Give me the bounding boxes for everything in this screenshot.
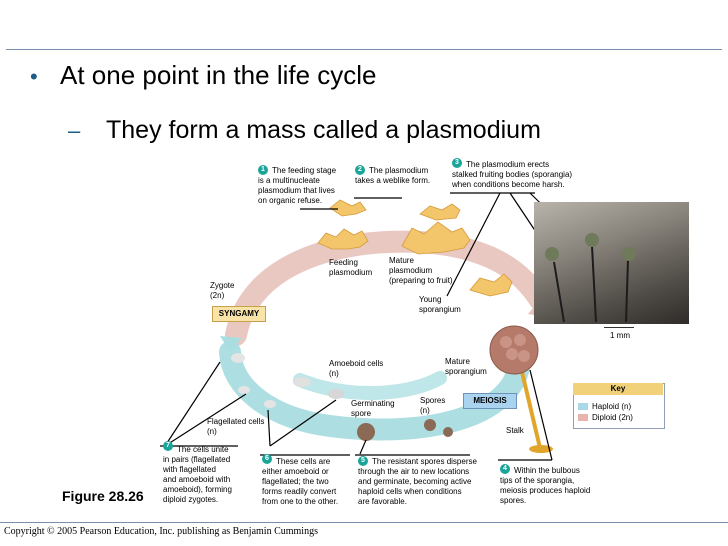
spore [443,427,453,437]
step-number: 4 [500,464,510,474]
feeding-plasmodium-label: Feeding plasmodium [329,258,373,277]
flagellated-cells-label: Flagellated cells (n) [207,417,265,436]
sub-bullet-text: They form a mass called a plasmodium [106,116,541,144]
mature-plasmodium-blob [401,221,471,255]
key-title: Key [573,383,663,395]
stalk-label: Stalk [506,426,524,435]
germinating-spore [357,423,375,441]
step-number: 1 [258,165,268,175]
arrowhead-bottom [220,336,242,352]
scale-bar [604,327,634,328]
sporangia-photo [534,202,689,324]
bullet-marker: • [30,64,38,89]
spores-label: Spores (n) [420,396,446,415]
spore [424,419,436,431]
meiosis-box: MEIOSIS [463,393,517,409]
step-text: Within the bulbous tips of the sporangia… [500,466,591,505]
diploid-key-label: Diploid (2n) [592,413,633,422]
step-number: 3 [452,158,462,168]
stalk-base [529,445,553,453]
amoeboid-cells-label: Amoeboid cells (n) [329,359,384,378]
haploid-inner-arc [293,371,447,400]
amoeboid-cell [328,389,344,399]
haploid-swatch [578,403,588,410]
left-blob [329,199,367,217]
mature-sporangium-label: Mature sporangium [445,357,487,376]
step-text: The feeding stage is a multinucleate pla… [258,166,337,205]
mature-plasmodium-label: Mature plasmodium (preparing to fruit) [389,256,453,285]
step-text: These cells are either amoeboid or flage… [262,457,339,506]
zygote-label: Zygote (2n) [210,281,235,300]
syngamy-box: SYNGAMY [212,306,266,322]
footer-divider [0,522,728,523]
upper-blob [419,203,461,221]
germinating-spore-label: Germinating spore [351,399,395,418]
feeding-plasmodium-blob [317,228,369,250]
step-number: 7 [163,441,173,451]
bullet-text: At one point in the life cycle [60,60,377,90]
haploid-key-label: Haploid (n) [592,402,632,411]
step-number: 6 [262,454,272,464]
sub-bullet-marker: – [68,118,81,143]
step-text: The cells unite in pairs (flagellated wi… [163,445,232,504]
zygote-cell [231,353,245,363]
step-text: The plasmodium erects stalked fruiting b… [452,160,573,189]
fruiting-blob [469,273,513,297]
figure-label: Figure 28.26 [62,488,144,504]
flagellated-cell [238,386,250,394]
amoeboid-cell [293,377,311,387]
sporangium-stalk [520,371,542,449]
step-text: The plasmodium takes a weblike form. [355,166,431,185]
copyright-text: Copyright © 2005 Pearson Education, Inc.… [4,526,318,537]
title-divider [6,49,722,50]
young-sporangium-label: Young sporangium [419,295,461,314]
flagellated-cell [264,400,276,408]
step-number: 5 [358,456,368,466]
diploid-swatch [578,414,588,421]
step-text: The resistant spores disperse through th… [358,457,477,506]
scale-label: 1 mm [610,331,630,340]
step-number: 2 [355,165,365,175]
